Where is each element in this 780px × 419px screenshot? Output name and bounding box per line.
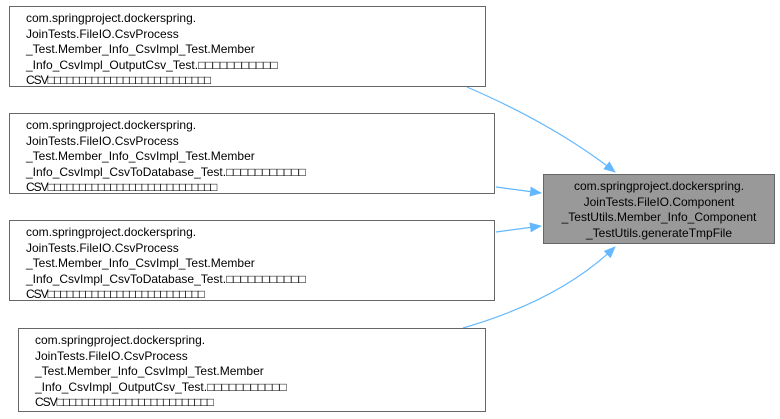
- caller-node-line: JoinTests.FileIO.CsvProcess: [35, 348, 188, 363]
- caller-node-csv-to-database-2[interactable]: com.springproject.dockerspring. JoinTest…: [9, 220, 495, 301]
- edge-caller-4-to-target: [462, 246, 616, 329]
- caller-node-line: _Test.Member_Info_CsvImpl_Test.Member: [26, 42, 255, 56]
- caller-node-csv-to-database-1[interactable]: com.springproject.dockerspring. JoinTest…: [9, 113, 495, 194]
- target-node-line: _TestUtils.generateTmpFile: [585, 225, 733, 240]
- caller-node-line: JoinTests.FileIO.CsvProcess: [26, 26, 179, 41]
- target-node-generate-tmp-file[interactable]: com.springproject.dockerspring. JoinTest…: [543, 174, 775, 244]
- caller-node-line: _Test.Member_Info_CsvImpl_Test.Member: [26, 256, 255, 270]
- caller-node-line: CSV□□□□□□□□□□□□□□□□□□□□□□□□□□: [26, 73, 211, 87]
- caller-node-line: JoinTests.FileIO.CsvProcess: [26, 240, 179, 255]
- target-node-line: _TestUtils.Member_Info_Component: [561, 210, 757, 224]
- caller-node-line: CSV□□□□□□□□□□□□□□□□□□□□□□□□□: [35, 395, 214, 409]
- caller-node-line: JoinTests.FileIO.CsvProcess: [26, 133, 179, 148]
- caller-node-line: com.springproject.dockerspring.: [26, 11, 197, 25]
- caller-node-line: CSV□□□□□□□□□□□□□□□□□□□□□□□□□: [26, 287, 205, 301]
- caller-node-output-csv-1[interactable]: com.springproject.dockerspring. JoinTest…: [9, 6, 486, 87]
- caller-node-line: com.springproject.dockerspring.: [26, 118, 197, 132]
- caller-node-line: _Info_CsvImpl_OutputCsv_Test.□□□□□□□□□□□: [35, 379, 287, 394]
- caller-node-line: _Test.Member_Info_CsvImpl_Test.Member: [35, 364, 264, 378]
- caller-node-line: _Info_CsvImpl_OutputCsv_Test.□□□□□□□□□□□: [26, 57, 278, 72]
- target-node-line: com.springproject.dockerspring.: [573, 179, 745, 193]
- caller-node-line: com.springproject.dockerspring.: [35, 333, 206, 347]
- caller-node-output-csv-2[interactable]: com.springproject.dockerspring. JoinTest…: [18, 328, 486, 412]
- caller-node-line: _Info_CsvImpl_CsvToDatabase_Test.□□□□□□□…: [26, 164, 306, 179]
- caller-node-line: _Test.Member_Info_CsvImpl_Test.Member: [26, 149, 255, 163]
- edge-caller-3-to-target: [495, 222, 542, 233]
- caller-node-line: _Info_CsvImpl_CsvToDatabase_Test.□□□□□□□…: [26, 271, 306, 286]
- target-node-line: JoinTests.FileIO.Component: [583, 194, 735, 209]
- caller-node-line: com.springproject.dockerspring.: [26, 225, 197, 239]
- edge-caller-2-to-target: [495, 186, 542, 197]
- edge-caller-1-to-target: [466, 86, 616, 173]
- caller-node-line: CSV□□□□□□□□□□□□□□□□□□□□□□□□□□□: [26, 180, 217, 194]
